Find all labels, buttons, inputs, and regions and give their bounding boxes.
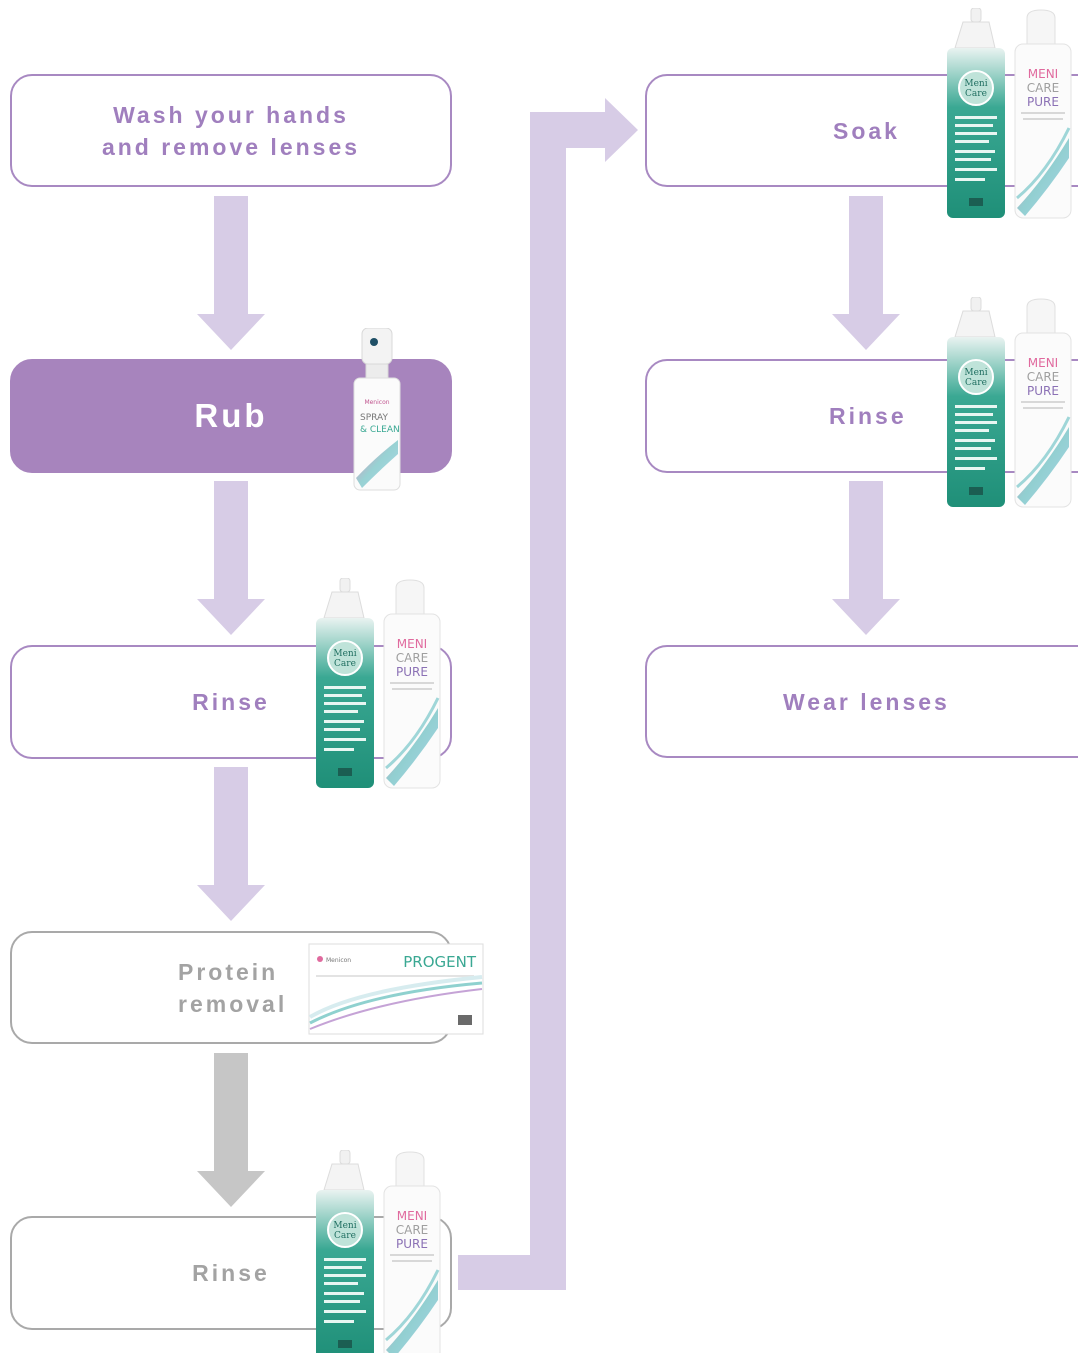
spray-clean-bottle-image	[353, 328, 401, 491]
arrow-down	[832, 196, 900, 350]
step-rinse: Rinse	[10, 645, 452, 759]
arrow-down	[832, 481, 900, 635]
step-wash-hands: Wash your hands and remove lenses	[10, 74, 452, 187]
progent-box-image: Menicon PROGENT	[308, 943, 484, 1035]
step-label: Rinse	[829, 403, 907, 429]
step-soak: Soak	[645, 74, 1078, 187]
menicare-bottles-image	[314, 1150, 442, 1353]
arrow-down	[197, 196, 265, 350]
svg-text:Menicon: Menicon	[326, 957, 351, 964]
arrow-down	[197, 767, 265, 921]
step-label: Wash your hands and remove lenses	[101, 101, 361, 160]
step-wear-lenses: Wear lenses	[645, 645, 1078, 758]
arrow-down-optional	[197, 1053, 265, 1207]
menicare-bottles-image	[945, 8, 1073, 220]
step-rinse-optional: Rinse	[10, 1216, 452, 1330]
step-label: Rinse	[192, 689, 270, 715]
step-label: Rub	[194, 397, 268, 434]
step-label: Rinse	[192, 1260, 270, 1286]
menicare-bottles-image	[945, 297, 1073, 509]
menicare-bottles-image	[314, 578, 442, 790]
step-label: Wear lenses	[783, 688, 950, 715]
svg-text:PROGENT: PROGENT	[403, 953, 477, 971]
arrow-down	[197, 481, 265, 635]
step-label: Protein removal	[178, 958, 288, 1017]
step-label: Soak	[833, 117, 900, 144]
step-rinse: Rinse	[645, 359, 1078, 473]
